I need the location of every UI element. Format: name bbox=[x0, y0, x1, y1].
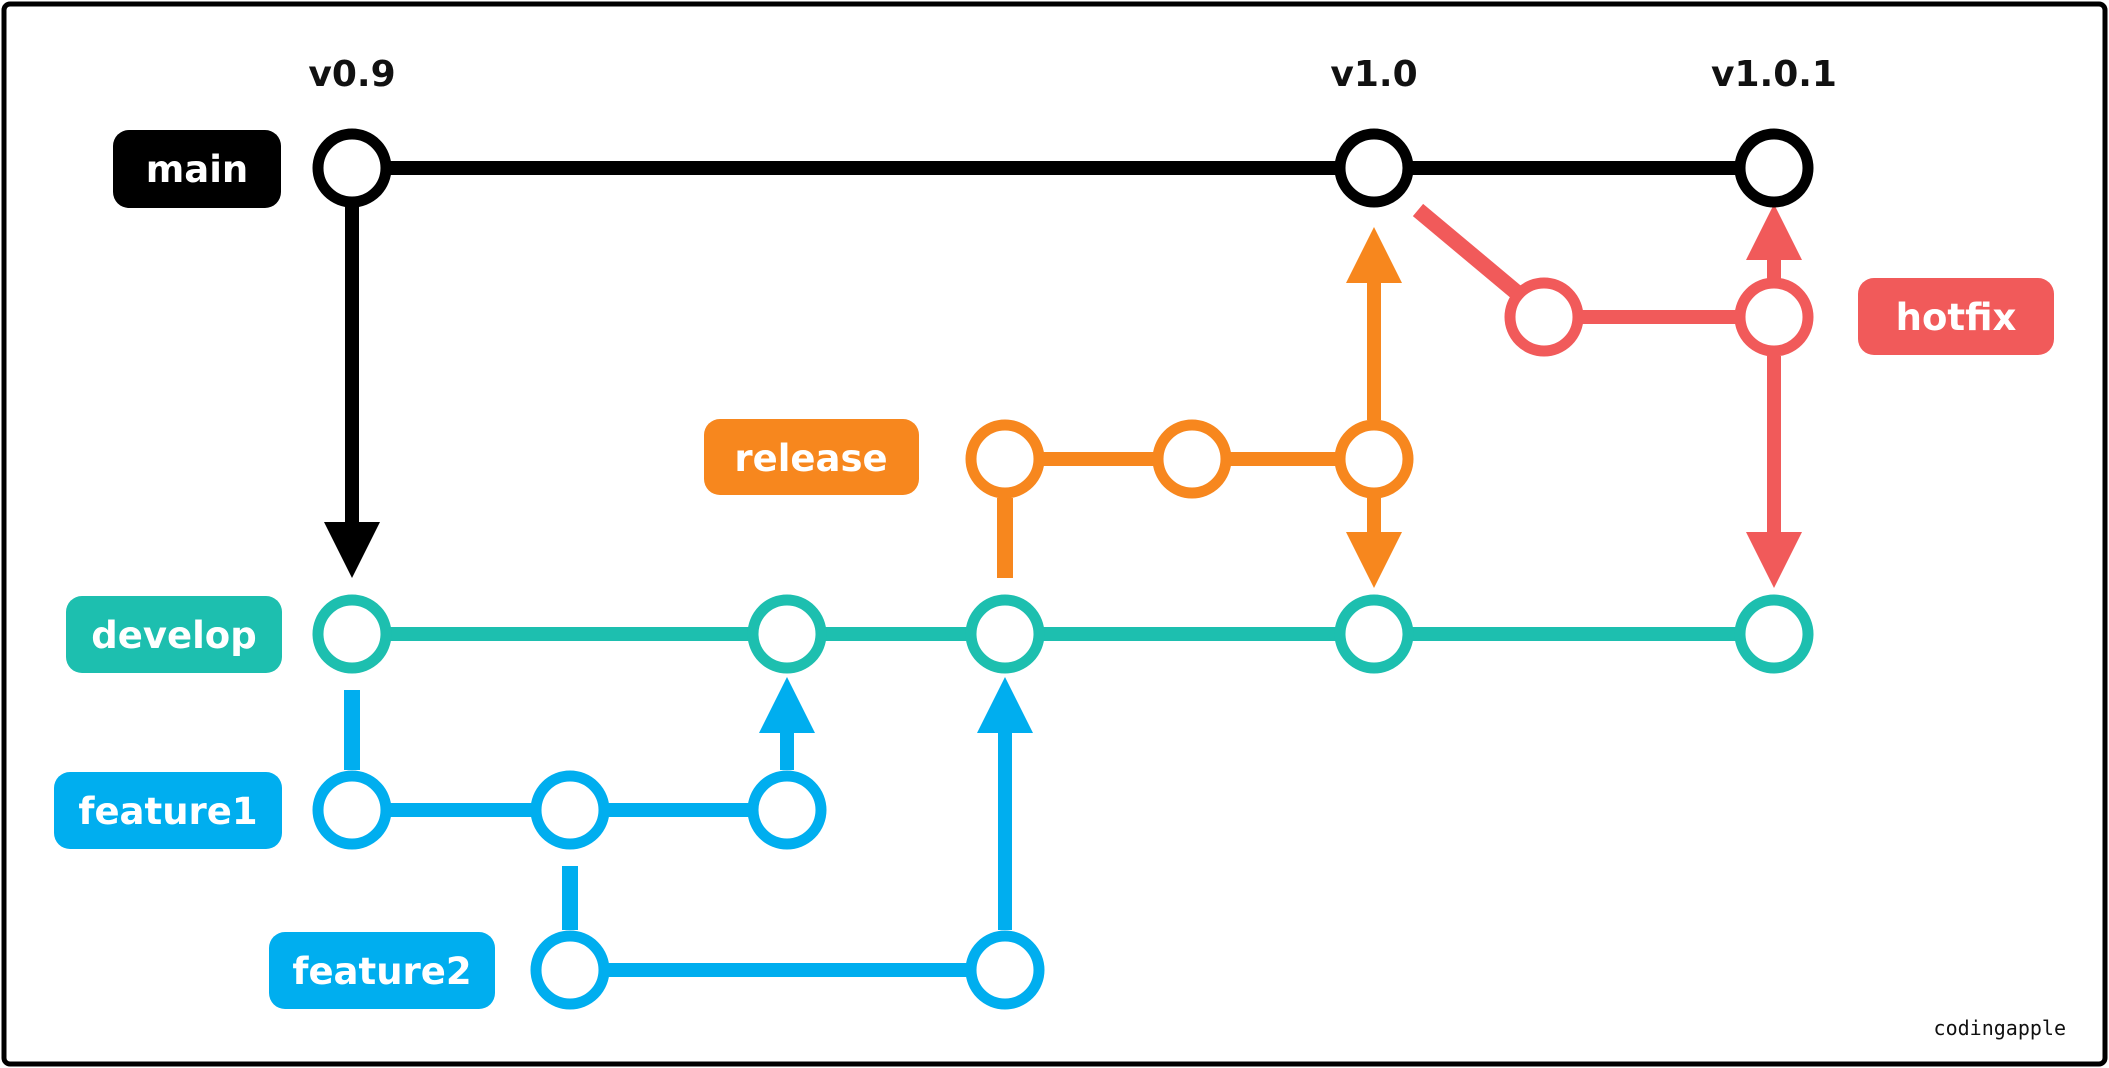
branch-label-develop: develop bbox=[66, 596, 282, 673]
watermark-text: codingapple bbox=[1934, 1016, 2066, 1040]
branch-label-hotfix: hotfix bbox=[1858, 278, 2054, 355]
develop-commit bbox=[1734, 594, 1814, 674]
feature1-commit bbox=[747, 770, 827, 850]
develop-commit bbox=[1334, 594, 1414, 674]
branch-label-feature2-text: feature2 bbox=[292, 950, 471, 993]
feature1-commit bbox=[312, 770, 392, 850]
version-label-v10: v1.0 bbox=[1330, 54, 1417, 95]
branch-label-develop-text: develop bbox=[91, 614, 256, 657]
hotfix-commit bbox=[1734, 277, 1814, 357]
branch-label-release-text: release bbox=[734, 437, 887, 480]
develop-commit bbox=[747, 594, 827, 674]
release-commit bbox=[965, 419, 1045, 499]
feature1-commit bbox=[530, 770, 610, 850]
branch-labels: main develop feature1 feature2 release h… bbox=[54, 130, 2054, 1009]
branch-label-main-text: main bbox=[146, 148, 249, 191]
branch-label-release: release bbox=[704, 419, 919, 495]
hotfix-commit bbox=[1504, 277, 1584, 357]
main-commit-v10 bbox=[1334, 128, 1414, 208]
develop-commit bbox=[312, 594, 392, 674]
main-to-hotfix-connector bbox=[1412, 203, 1528, 304]
version-label-v09: v0.9 bbox=[308, 54, 395, 95]
merge-arrows bbox=[324, 204, 1802, 930]
main-commit-v09 bbox=[312, 128, 392, 208]
branch-label-feature1-text: feature1 bbox=[78, 790, 257, 833]
version-labels: v0.9 v1.0 v1.0.1 bbox=[308, 54, 1837, 95]
branch-label-feature2: feature2 bbox=[269, 932, 495, 1009]
commit-nodes bbox=[312, 128, 1814, 1010]
branch-label-feature1: feature1 bbox=[54, 772, 282, 849]
develop-commit bbox=[965, 594, 1045, 674]
branch-label-main: main bbox=[113, 130, 281, 208]
version-label-v101: v1.0.1 bbox=[1711, 54, 1837, 95]
release-commit bbox=[1152, 419, 1232, 499]
feature2-commit bbox=[965, 930, 1045, 1010]
release-commit bbox=[1334, 419, 1414, 499]
main-commit-v101 bbox=[1734, 128, 1814, 208]
branch-label-hotfix-text: hotfix bbox=[1896, 296, 2017, 339]
feature2-commit bbox=[530, 930, 610, 1010]
